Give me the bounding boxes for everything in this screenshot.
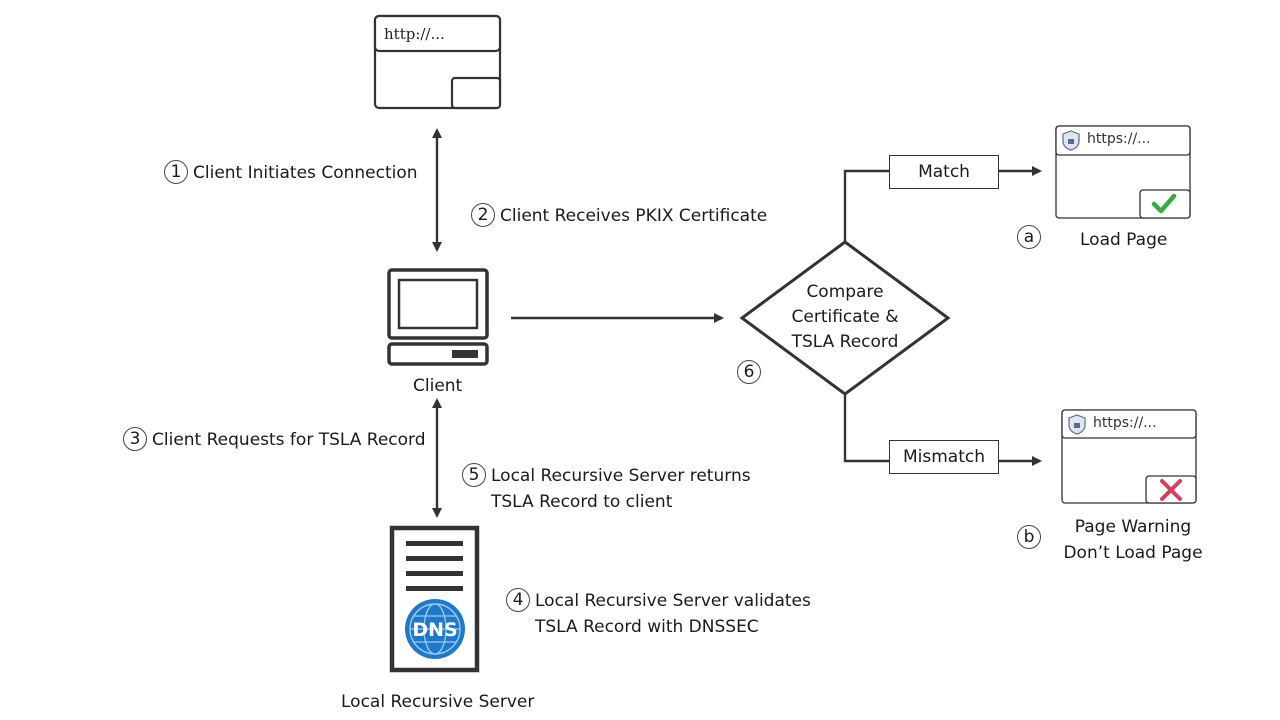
outcome-line: Page Warning [1074,517,1192,537]
step-text: Client Requests for TSLA Record [152,430,426,450]
step-text: Local Recursive Server returns TSLA Reco… [491,463,751,515]
step-number: 2 [471,203,495,227]
browser-window-icon [373,14,502,110]
top-browser-url: http://... [384,25,445,43]
step-text: Client Receives PKIX Certificate [500,206,768,226]
load-page-label: Load Page [1080,230,1168,250]
step-line: TSLA Record with DNSSEC [535,617,759,637]
step-text: Local Recursive Server validates TSLA Re… [535,588,811,640]
step-line: Local Recursive Server validates [535,591,811,611]
mismatch-branch-line [843,394,890,463]
outcome-a-marker: a [1017,225,1046,249]
shield-lock-icon [1068,414,1086,435]
decision-line: Certificate & [791,307,899,327]
step-2: 2 Client Receives PKIX Certificate [471,203,767,229]
step-number: 3 [123,427,147,451]
match-box: Match [889,155,999,189]
step-number: 5 [462,463,486,487]
step-number: 4 [506,588,530,612]
mismatch-box: Mismatch [889,440,999,474]
step-6-marker: 6 [737,360,766,384]
step-number: 6 [737,360,761,384]
outcome-b-marker: b [1017,525,1046,549]
step-4: 4 Local Recursive Server validates TSLA … [506,588,811,640]
dns-label: DNS [412,619,457,641]
step-number: 1 [164,160,188,184]
mismatch-browser-url: https://... [1093,415,1157,431]
client-label: Client [413,376,463,396]
outcome-line: Don’t Load Page [1063,543,1203,563]
decision-text: Compare Certificate & TSLA Record [775,280,915,355]
match-branch-line [843,169,890,242]
decision-line: TSLA Record [791,332,899,352]
decision-line: Compare [806,282,884,302]
step-line: TSLA Record to client [491,492,673,512]
match-browser-url: https://... [1087,131,1151,147]
secure-browser-window-icon [1055,125,1191,219]
step-1: 1 Client Initiates Connection [164,160,418,186]
dns-globe-icon: DNS [405,599,465,659]
computer-icon [387,268,489,366]
cross-icon [1160,479,1182,501]
step-line: Local Recursive Server returns [491,466,751,486]
shield-lock-icon [1062,130,1080,151]
step-3: 3 Client Requests for TSLA Record [123,427,426,453]
step-5: 5 Local Recursive Server returns TSLA Re… [462,463,751,515]
server-label: Local Recursive Server [341,692,535,712]
outcome-letter: b [1017,525,1041,549]
checkmark-icon [1151,193,1177,214]
step-text: Client Initiates Connection [193,163,418,183]
page-warning-label: Page Warning Don’t Load Page [1058,514,1208,566]
outcome-letter: a [1017,225,1041,249]
